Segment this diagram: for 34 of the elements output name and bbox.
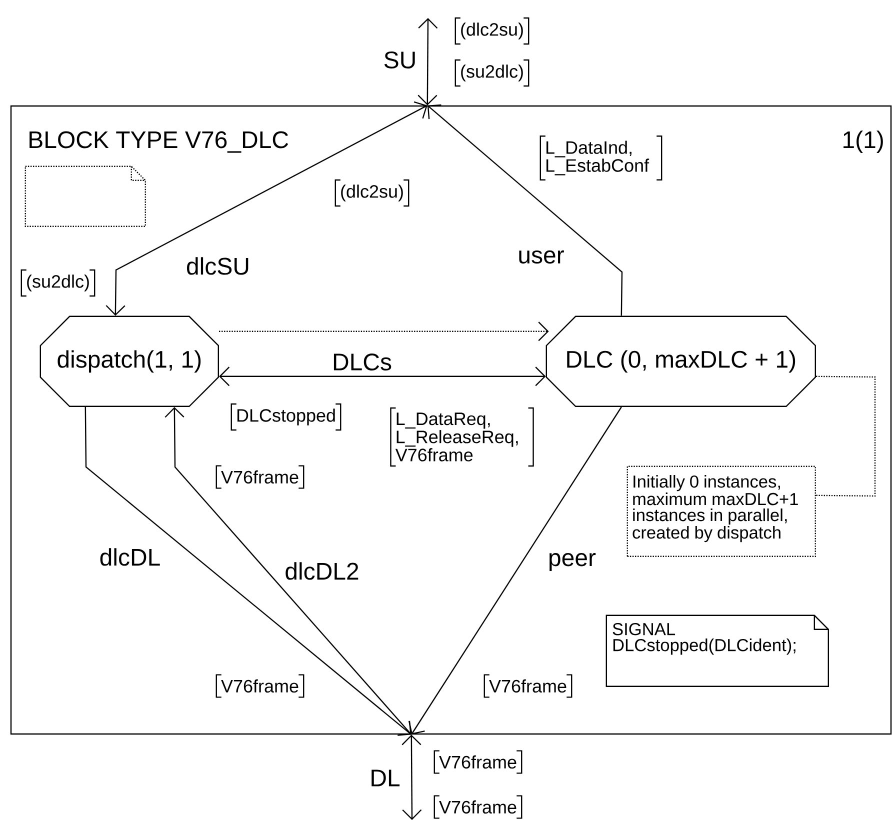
empty-note bbox=[24, 166, 146, 227]
edge-label: DL bbox=[372, 770, 400, 786]
signal-list: (su2dlc) bbox=[20, 269, 96, 297]
process-box: DLC (0, maxDLC + 1) bbox=[546, 316, 816, 407]
channel-arrow bbox=[219, 322, 549, 342]
edge-label: SU bbox=[384, 51, 415, 68]
edge-label: DLCs bbox=[334, 353, 392, 370]
comment-box: Initially 0 instances, maximum maxDLC+1 instances in parallel, created by dispatch bbox=[626, 466, 816, 557]
signal-list: (dlc2su) bbox=[334, 179, 410, 207]
edge-label: peer bbox=[550, 553, 596, 571]
signal-list: V76frame bbox=[216, 674, 304, 698]
signal-list: V76frame bbox=[434, 750, 522, 774]
edge-label: dlcDL2 bbox=[286, 562, 358, 580]
edge-label: dlcDL bbox=[100, 548, 160, 566]
signal-list: DLCstopped bbox=[230, 403, 342, 431]
signal-list: (su2dlc) bbox=[454, 59, 530, 87]
signal-list: (dlc2su) bbox=[454, 17, 530, 45]
text-note: SIGNAL DLCstopped(DLCident); bbox=[606, 614, 829, 687]
channel-arrow bbox=[418, 18, 438, 106]
channel-arrow bbox=[427, 104, 623, 316]
edge-label: dlcSU bbox=[187, 257, 248, 275]
channel-arrow bbox=[84, 406, 412, 736]
channel-arrow bbox=[402, 734, 422, 820]
signal-list: L_DataInd, L_EstabConf bbox=[540, 136, 662, 180]
channel-arrow bbox=[106, 101, 428, 316]
process-box: dispatch(1, 1) bbox=[40, 316, 219, 407]
signal-list: V76frame bbox=[216, 465, 304, 489]
signal-list: L_DataReq, L_ReleaseReq, V76frame bbox=[390, 407, 534, 467]
channel-arrow bbox=[219, 366, 546, 386]
signal-list: V76frame bbox=[434, 795, 522, 819]
channel-arrow bbox=[408, 406, 622, 735]
channel-arrow bbox=[164, 407, 412, 735]
edge-label: user bbox=[519, 250, 564, 264]
signal-list: V76frame bbox=[484, 674, 572, 698]
